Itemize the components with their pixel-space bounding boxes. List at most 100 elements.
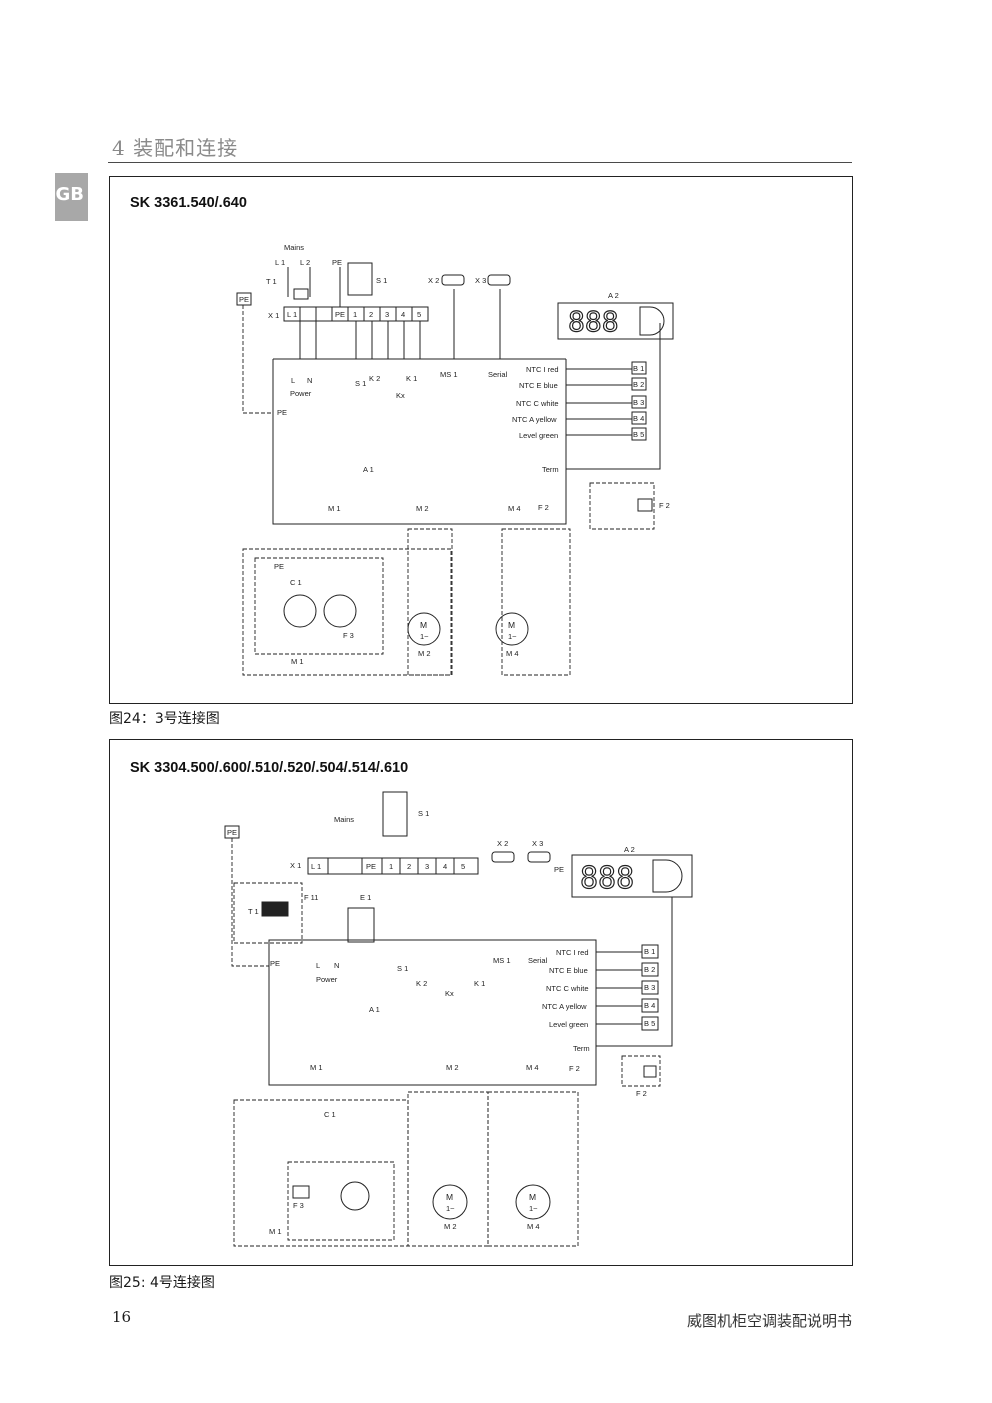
label-k1: K 1 — [474, 979, 485, 988]
sensor-name-2: NTC E blue — [519, 381, 558, 390]
label-f3: F 3 — [343, 631, 354, 640]
terminal-l1: L 1 — [311, 862, 321, 871]
m4-motor-m: M — [529, 1192, 536, 1202]
label-pe-left: PE — [227, 828, 237, 837]
label-pe-left: PE — [239, 295, 249, 304]
sensor-id-5: B 5 — [633, 430, 644, 439]
label-m1-top: M 1 — [310, 1063, 323, 1072]
label-k2: K 2 — [369, 374, 380, 383]
display-led-icon — [652, 859, 683, 893]
label-l2: L 2 — [300, 258, 310, 267]
wiring-diagram-25: S 1 Mains PE X 1 L 1 PE 1 2 3 4 5 X 2 X … — [224, 791, 693, 1247]
sensor-name-4: NTC A yellow — [542, 1002, 587, 1011]
terminal-4: 4 — [401, 310, 405, 319]
compressor-m1 — [287, 1161, 395, 1241]
display-digits: 888 — [568, 305, 619, 338]
label-l: L — [316, 961, 320, 970]
label-f2-left: F 2 — [538, 503, 549, 512]
label-n: N — [307, 376, 312, 385]
m2-motor-phase: 1~ — [446, 1204, 455, 1213]
label-f3: F 3 — [293, 1201, 304, 1210]
fan-m2-block — [407, 528, 453, 676]
label-c1: C 1 — [324, 1110, 336, 1119]
label-l1: L 1 — [275, 258, 285, 267]
terminal-5: 5 — [417, 310, 421, 319]
label-t1: T 1 — [248, 907, 259, 916]
sensor-id-4: B 4 — [644, 1001, 655, 1010]
label-a2: A 2 — [608, 291, 619, 300]
label-m4-top: M 4 — [508, 504, 521, 513]
label-pe-board: PE — [270, 959, 280, 968]
transformer-block — [233, 882, 303, 944]
mains-wires — [287, 267, 341, 307]
label-x2: X 2 — [428, 276, 439, 285]
connector-x2 — [441, 274, 465, 286]
label-e1: E 1 — [360, 893, 371, 902]
connector-x3 — [527, 851, 551, 863]
m4-motor-phase: 1~ — [529, 1204, 538, 1213]
label-ms1: MS 1 — [493, 956, 511, 965]
label-c1: C 1 — [290, 578, 302, 587]
compressor-m1 — [254, 557, 384, 655]
label-m4: M 4 — [527, 1222, 540, 1231]
footer-doc-title: 威图机柜空调装配说明书 — [686, 1312, 852, 1330]
label-power: Power — [316, 975, 338, 984]
fan-motor-m4 — [495, 612, 529, 646]
figure-25-title: SK 3304.500/.600/.510/.520/.504/.514/.61… — [130, 760, 409, 776]
label-f2-right: F 2 — [659, 501, 670, 510]
label-x3: X 3 — [532, 839, 543, 848]
sensor-id-2: B 2 — [633, 380, 644, 389]
label-pe-x: PE — [554, 865, 564, 874]
pressure-switch-f2 — [621, 1055, 661, 1087]
label-m1-top: M 1 — [328, 504, 341, 513]
terminal-3: 3 — [385, 310, 389, 319]
switch-s1-top — [382, 791, 408, 837]
label-l: L — [291, 376, 295, 385]
sensor-name-2: NTC E blue — [549, 966, 588, 975]
m4-motor-m: M — [508, 620, 515, 630]
section-title: 4 装配和连接 — [112, 136, 239, 160]
label-s1: S 1 — [397, 964, 408, 973]
pe-box-left — [236, 292, 252, 306]
sensor-name-5: Level green — [519, 431, 558, 440]
pe-dashed-link — [242, 305, 273, 414]
terminal-strip-x1 — [283, 306, 429, 322]
display-led-icon — [639, 306, 665, 336]
label-serial: Serial — [488, 370, 508, 379]
f2-p-box — [637, 498, 653, 512]
fan-m4-block — [501, 528, 571, 676]
terminal-2: 2 — [369, 310, 373, 319]
transformer-t1 — [261, 901, 289, 917]
label-x1: X 1 — [268, 311, 279, 320]
sensor-id-2: B 2 — [644, 965, 655, 974]
label-m1: M 1 — [269, 1227, 282, 1236]
figure-24-title: SK 3361.540/.640 — [130, 195, 247, 211]
connector-drops — [453, 289, 501, 359]
sensor-name-3: NTC C white — [516, 399, 559, 408]
label-term: Term — [573, 1044, 590, 1053]
terminal-3: 3 — [425, 862, 429, 871]
sensor-name-4: NTC A yellow — [512, 415, 557, 424]
m4-motor-phase: 1~ — [508, 632, 517, 641]
sensor-id-1: B 1 — [644, 947, 655, 956]
heater-e1 — [347, 907, 375, 943]
label-x2: X 2 — [497, 839, 508, 848]
label-power: Power — [290, 389, 312, 398]
label-mains: Mains — [334, 815, 354, 824]
label-a2: A 2 — [624, 845, 635, 854]
label-k1: K 1 — [406, 374, 417, 383]
label-pe-m1: PE — [274, 562, 284, 571]
switch-s1-top — [347, 262, 373, 296]
m2-motor-m: M — [420, 620, 427, 630]
terminal-2: 2 — [407, 862, 411, 871]
label-serial: Serial — [528, 956, 548, 965]
board-a1-outline — [268, 939, 597, 1086]
fan-motor-m2 — [432, 1184, 468, 1220]
sensor-id-1: B 1 — [633, 364, 644, 373]
m2-motor-phase: 1~ — [420, 632, 429, 641]
figure-24-caption: 图24：3号连接图 — [109, 711, 220, 727]
sensor-name-3: NTC C white — [546, 984, 589, 993]
f2-p-box — [643, 1065, 657, 1078]
figure-25-frame: SK 3304.500/.600/.510/.520/.504/.514/.61… — [109, 739, 853, 1266]
label-pe-board: PE — [277, 408, 287, 417]
